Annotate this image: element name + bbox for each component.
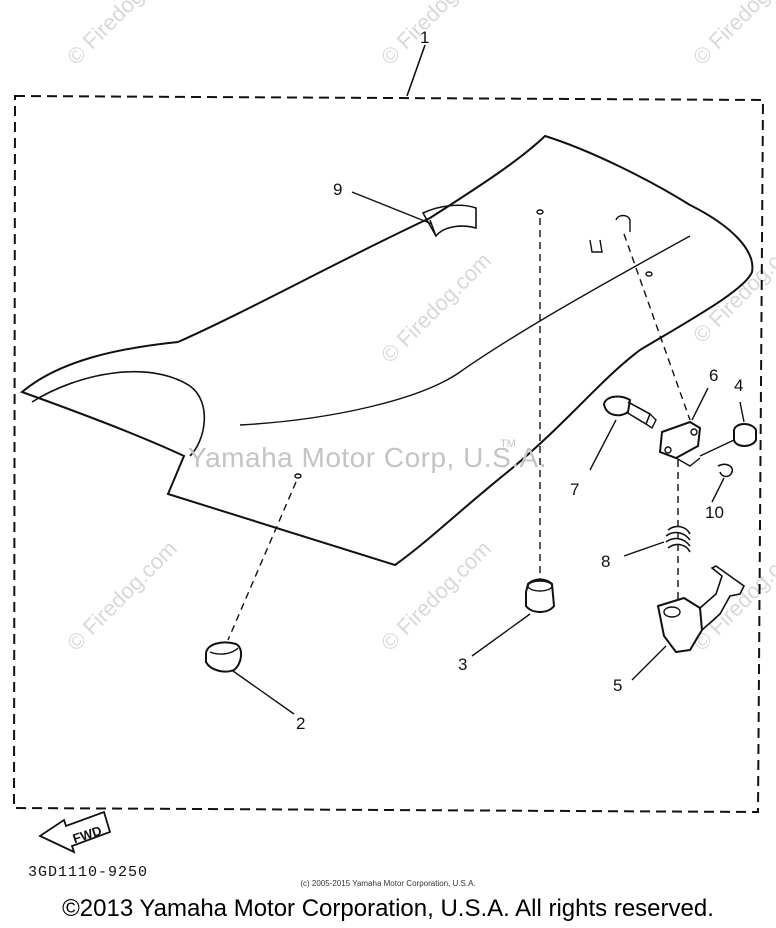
leader-6 (691, 387, 709, 421)
fwd-label: FWD (71, 823, 104, 846)
seat-outline (20, 134, 754, 567)
callout-4: 4 (734, 376, 744, 395)
part-10-clip (717, 463, 734, 478)
callout-1: 1 (420, 28, 430, 47)
callout-5: 5 (613, 676, 623, 695)
callout-9: 9 (333, 180, 343, 199)
leader-10 (711, 477, 725, 503)
fwd-arrow-icon (38, 810, 112, 854)
part-6-bracket (658, 420, 702, 460)
part-2-damper (205, 641, 242, 673)
leader-7 (589, 419, 617, 471)
part-7-bolt (602, 395, 632, 417)
hook-slot (615, 214, 631, 232)
part-5-lever (656, 596, 704, 654)
callout-7: 7 (570, 480, 580, 499)
leader-2 (232, 670, 295, 715)
mount-hole (294, 473, 302, 479)
watermark-tm: TM (500, 438, 516, 450)
callout-10: 10 (705, 503, 724, 522)
part-code: 3GD1110-9250 (28, 864, 149, 881)
part-4-grommet (733, 423, 757, 447)
callout-6: 6 (709, 366, 719, 385)
watermark-yamaha: Yamaha Motor Corp, U.S.A. (188, 442, 547, 473)
strap (421, 204, 477, 238)
leader-3 (471, 613, 531, 657)
part-3-damper (525, 578, 556, 613)
seat-seam (239, 235, 691, 426)
seat-rim (31, 370, 206, 457)
align-line-2 (227, 481, 297, 641)
mount-hole (536, 209, 544, 215)
leader-9 (351, 191, 433, 225)
mount-hole (645, 271, 653, 277)
part-8-spring (665, 525, 691, 553)
leader-8 (623, 541, 665, 557)
align-line-6 (623, 233, 691, 421)
leader-4 (739, 401, 745, 423)
assembly-boundary (12, 94, 765, 814)
small-copyright: (c) 2005-2015 Yamaha Motor Corporation, … (300, 879, 476, 888)
hook-slot (589, 239, 603, 253)
copyright-notice: ©2013 Yamaha Motor Corporation, U.S.A. A… (62, 895, 714, 922)
leader-5 (631, 645, 667, 681)
callout-2: 2 (296, 714, 306, 733)
callout-3: 3 (458, 655, 468, 674)
callout-8: 8 (601, 552, 611, 571)
leader-1 (406, 44, 426, 97)
